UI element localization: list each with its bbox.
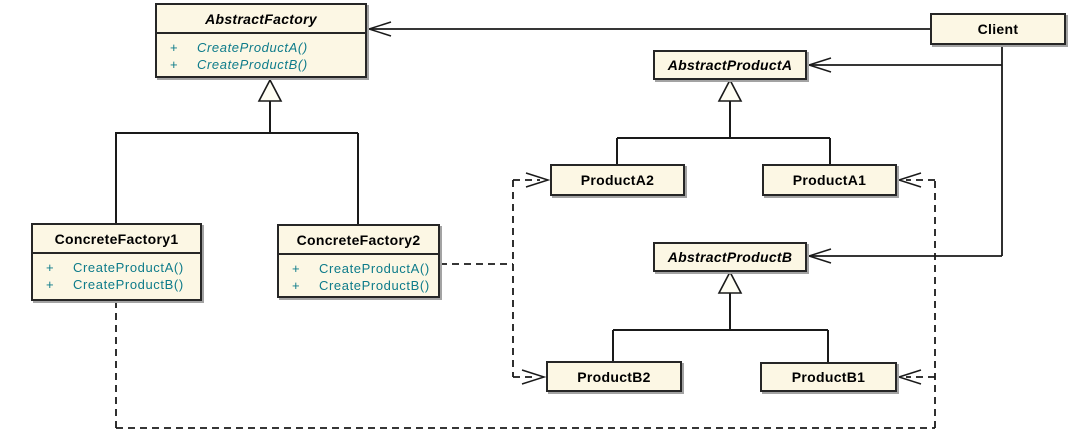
class-title: ConcreteFactory1 [33,225,200,254]
method-row: + CreateProductB() [157,56,365,73]
visibility-marker: + [292,261,301,276]
method-row: + CreateProductB() [279,277,438,294]
dependency-dashed-line [115,179,936,429]
method-row: + CreateProductA() [157,39,365,56]
class-title: AbstractProductB [667,249,793,265]
generalization-line [612,293,829,362]
class-box-product-b2: ProductB2 [546,361,682,392]
class-box-product-a1: ProductA1 [762,164,897,196]
generalization-products-to-abstractproducta [616,78,831,164]
open-arrowhead [806,57,832,73]
method-signature: CreateProductA() [319,261,430,276]
association-client-to-abstractfactory [366,21,930,37]
association-client-to-abstractproducts [806,45,1003,264]
open-arrowhead [525,172,551,188]
class-box-concrete-factory1: ConcreteFactory1 + CreateProductA() + Cr… [31,223,202,301]
class-title: ProductA2 [580,172,655,188]
method-signature: CreateProductB() [73,277,184,292]
class-box-client: Client [930,13,1066,45]
methods-compartment: + CreateProductA() + CreateProductB() [157,34,365,73]
open-arrowhead [896,369,922,385]
class-box-abstract-product-b: AbstractProductB [653,242,807,272]
visibility-marker: + [292,278,301,293]
method-signature: CreateProductA() [73,260,184,275]
method-row: + CreateProductB() [33,276,200,293]
method-row: + CreateProductA() [279,260,438,277]
method-signature: CreateProductB() [319,278,430,293]
dependency-concretefactory1-to-products [115,172,936,429]
class-box-concrete-factory2: ConcreteFactory2 + CreateProductA() + Cr… [277,224,440,298]
class-box-product-b1: ProductB1 [760,362,897,392]
method-row: + CreateProductA() [33,259,200,276]
hollow-triangle-arrowhead [717,270,743,294]
methods-compartment: + CreateProductA() + CreateProductB() [279,255,438,294]
class-title: AbstractFactory [157,5,365,34]
class-title: Client [977,21,1019,37]
class-title: ConcreteFactory2 [279,226,438,255]
visibility-marker: + [170,57,179,72]
open-arrowhead [896,172,922,188]
class-box-abstract-product-a: AbstractProductA [653,50,807,80]
open-arrowhead [521,369,547,385]
methods-compartment: + CreateProductA() + CreateProductB() [33,254,200,293]
class-title: ProductB2 [577,368,651,385]
class-title: ProductB1 [791,369,866,385]
generalization-concretefactories-to-abstractfactory [115,78,359,224]
class-title: AbstractProductA [667,57,793,73]
method-signature: CreateProductA() [197,40,308,55]
generalization-line [115,101,359,224]
generalization-products-to-abstractproductb [612,270,829,362]
class-title: ProductA1 [792,172,867,188]
association-line [809,45,1003,257]
class-box-product-a2: ProductA2 [550,164,685,196]
visibility-marker: + [46,260,55,275]
dependency-concretefactory2-to-products [440,172,551,385]
visibility-marker: + [46,277,55,292]
generalization-line [616,101,831,164]
hollow-triangle-arrowhead [257,78,283,102]
open-arrowhead [366,21,392,37]
visibility-marker: + [170,40,179,55]
dependency-dashed-line [440,179,540,378]
hollow-triangle-arrowhead [717,78,743,102]
class-box-abstract-factory: AbstractFactory + CreateProductA() + Cre… [155,3,367,78]
open-arrowhead [806,248,832,264]
method-signature: CreateProductB() [197,57,308,72]
